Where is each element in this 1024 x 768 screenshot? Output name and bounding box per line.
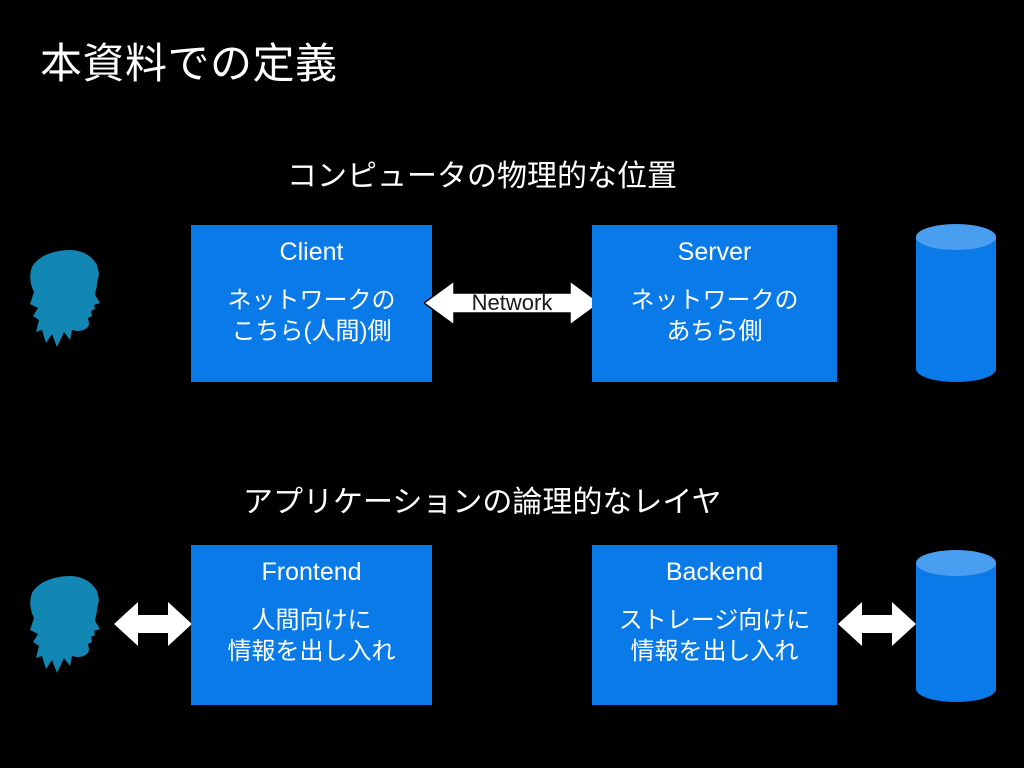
- client-box-line2: こちら(人間)側: [231, 318, 392, 345]
- database-cylinder-icon: [915, 549, 997, 703]
- frontend-user-double-arrow-icon: [114, 598, 192, 650]
- server-box-title: Server: [677, 238, 752, 266]
- client-box: Client ネットワークの こちら(人間)側: [191, 225, 432, 382]
- frontend-box-title: Frontend: [261, 558, 362, 586]
- server-box-line2: あちら側: [666, 318, 763, 345]
- server-box-line1: ネットワークの: [630, 287, 799, 314]
- client-box-line1: ネットワークの: [227, 287, 396, 314]
- backend-box-title: Backend: [665, 558, 764, 586]
- backend-box-line2: 情報を出し入れ: [630, 638, 799, 665]
- page-title: 本資料での定義: [40, 40, 338, 87]
- person-head-icon: [24, 248, 112, 358]
- server-box-body: ネットワークの あちら側: [631, 285, 799, 347]
- backend-box-line1: ストレージ向けに: [618, 607, 811, 634]
- database-cylinder-icon: [915, 223, 997, 383]
- frontend-box-body: 人間向けに 情報を出し入れ: [228, 605, 396, 667]
- frontend-box-line2: 情報を出し入れ: [227, 638, 396, 665]
- frontend-box-line1: 人間向けに: [251, 607, 372, 634]
- section-heading-physical: コンピュータの物理的な位置: [287, 160, 677, 193]
- backend-box: Backend ストレージ向けに 情報を出し入れ: [592, 545, 837, 705]
- backend-box-body: ストレージ向けに 情報を出し入れ: [619, 605, 811, 667]
- client-box-title: Client: [279, 238, 344, 266]
- section-heading-logical: アプリケーションの論理的なレイヤ: [243, 486, 722, 519]
- network-double-arrow-icon: [422, 277, 602, 329]
- frontend-box: Frontend 人間向けに 情報を出し入れ: [191, 545, 432, 705]
- person-head-icon: [24, 574, 112, 684]
- server-box: Server ネットワークの あちら側: [592, 225, 837, 382]
- backend-storage-double-arrow-icon: [838, 598, 916, 650]
- client-box-body: ネットワークの こちら(人間)側: [228, 285, 396, 347]
